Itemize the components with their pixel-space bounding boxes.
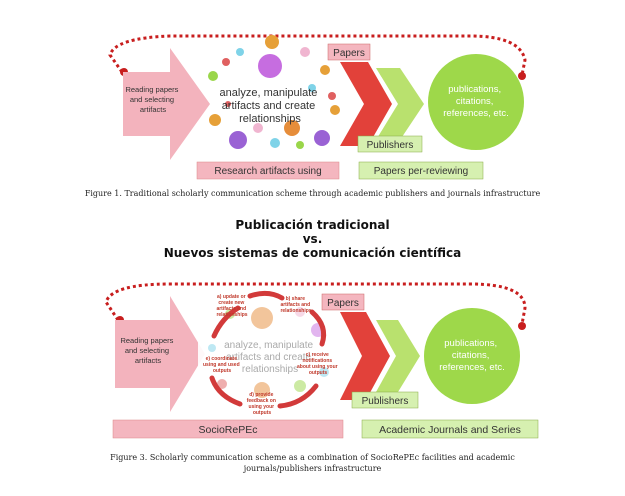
- papers-label-3: Papers: [327, 298, 359, 309]
- step-a-1: a) update or: [217, 294, 246, 300]
- step-c-3: about using your: [297, 364, 338, 370]
- input-label-3-3: artifacts: [135, 356, 162, 365]
- papers-chevron: [340, 62, 392, 146]
- cycle-arrows: [209, 290, 327, 409]
- center-label-3-2: artifacts and create: [226, 352, 311, 363]
- output-label-3: references, etc.: [443, 108, 508, 119]
- center-label-3-3: relationships: [242, 364, 298, 375]
- center-label-2: artifacts and create: [222, 100, 316, 112]
- publishers-label: Publishers: [367, 140, 414, 151]
- papers-label: Papers: [333, 48, 365, 59]
- bar-research-artifacts-label: Research artifacts using: [214, 166, 321, 177]
- bar-sociorepec: [112, 419, 344, 439]
- publishers-label-3: Publishers: [362, 396, 409, 407]
- step-a-2: create new: [218, 300, 244, 306]
- step-d-3: using your: [249, 404, 275, 410]
- input-label-2: and selecting: [130, 95, 174, 104]
- svg-text:b) share artifacts and: b) share artifacts and relationships: [280, 296, 311, 314]
- heading-line-1: Publicación tradicional: [235, 218, 390, 232]
- bar-papers-reviewing: [358, 161, 484, 180]
- loop-dot-right-3: [518, 322, 526, 330]
- bar-papers-reviewing-label: Papers per-reviewing: [374, 166, 469, 177]
- papers-chevron-3: [340, 312, 390, 400]
- figure-1-diagram: Reading papers and selecting artifacts a…: [108, 34, 527, 180]
- step-b-2: artifacts and: [280, 302, 310, 308]
- bar-academic-journals: [361, 419, 539, 439]
- figure-3-diagram: Reading papers and selecting artifacts a…: [104, 282, 539, 439]
- publishers-chevron-3: [376, 320, 420, 392]
- svg-text:analyze, manipulate artifa: analyze, manipulate artifacts and create…: [220, 87, 321, 125]
- input-label-3-1: Reading papers: [120, 336, 173, 345]
- papers-label-box-3: [321, 293, 365, 311]
- output-label-1: publications,: [448, 84, 501, 95]
- input-label-3-2: and selecting: [125, 346, 169, 355]
- step-d-1: d) provide: [249, 392, 273, 398]
- output-label-3-2: citations,: [452, 350, 490, 361]
- step-b-3: relationships: [280, 308, 311, 314]
- heading-line-3: Nuevos sistemas de comunicación científi…: [163, 246, 462, 260]
- feedback-loop-dotted: [108, 34, 527, 76]
- step-d-4: outputs: [253, 410, 272, 416]
- figure-3-caption: Figure 3. Scholarly communication scheme…: [0, 452, 625, 474]
- heading-line-2: vs.: [302, 232, 323, 246]
- cycle-bubbles: [208, 307, 329, 398]
- input-label-1: Reading papers: [125, 85, 178, 94]
- svg-text:publications, citations,: publications, citations, references, etc…: [439, 338, 504, 373]
- svg-text:e) coordinate using and us: e) coordinate using and used outputs: [203, 356, 241, 374]
- output-circle-3: [424, 308, 520, 404]
- bar-sociorepec-label: SocioRePEc: [199, 424, 258, 436]
- output-circle: [428, 54, 524, 150]
- output-label-2: citations,: [456, 96, 494, 107]
- step-d-2: feedback on: [247, 398, 276, 404]
- step-c-1: c) receive: [306, 352, 329, 358]
- svg-text:Reading papers and selecti: Reading papers and selecting artifacts: [125, 85, 180, 114]
- papers-label-box: [327, 43, 371, 61]
- step-e-3: outputs: [213, 368, 232, 374]
- figure-3-caption-line-1: Figure 3. Scholarly communication scheme…: [110, 453, 515, 462]
- center-label-1: analyze, manipulate: [220, 87, 318, 99]
- feedback-loop-dotted-3: [104, 282, 527, 325]
- figure-1-caption: Figure 1. Traditional scholarly communic…: [84, 189, 541, 198]
- center-label-3: relationships: [239, 113, 301, 125]
- svg-text:analyze, manipulate artifa: analyze, manipulate artifacts and create…: [224, 340, 316, 375]
- publishers-label-box-3: [351, 391, 419, 409]
- loop-dot-right: [518, 72, 526, 80]
- step-c-2: notifications: [302, 358, 332, 364]
- step-b-1: b) share: [286, 296, 306, 302]
- svg-text:publications, citations,: publications, citations, references, etc…: [443, 84, 508, 119]
- step-e-2: using and used: [203, 362, 240, 368]
- publishers-label-box: [357, 135, 423, 153]
- step-e-1: e) coordinate: [206, 356, 238, 362]
- svg-text:d) provide feedback on: d) provide feedback on using your output…: [247, 392, 278, 416]
- input-arrow: [123, 48, 210, 160]
- publishers-chevron: [376, 68, 424, 140]
- step-a-3: artifacts and: [216, 306, 246, 312]
- step-c-4: outputs: [309, 370, 328, 376]
- artifact-bubbles: [208, 35, 340, 149]
- comparison-heading: Publicación tradicional vs. Nuevos siste…: [0, 218, 625, 260]
- bar-research-artifacts: [196, 161, 340, 180]
- input-label-3: artifacts: [140, 105, 167, 114]
- center-label-3-1: analyze, manipulate: [224, 340, 313, 351]
- figure-3-caption-line-2: journals/publishers infrastructure: [243, 464, 382, 473]
- svg-text:c) receive notifications: c) receive notifications about using you…: [297, 352, 339, 376]
- step-a-4: relationships: [216, 312, 247, 318]
- input-arrow-3: [115, 296, 205, 412]
- bar-academic-journals-label: Academic Journals and Series: [379, 424, 521, 436]
- output-label-3-1: publications,: [444, 338, 497, 349]
- svg-text:Reading papers and selecti: Reading papers and selecting artifacts: [120, 336, 175, 365]
- svg-text:a) update or create new: a) update or create new artifacts and re…: [216, 294, 247, 318]
- output-label-3-3: references, etc.: [439, 362, 504, 373]
